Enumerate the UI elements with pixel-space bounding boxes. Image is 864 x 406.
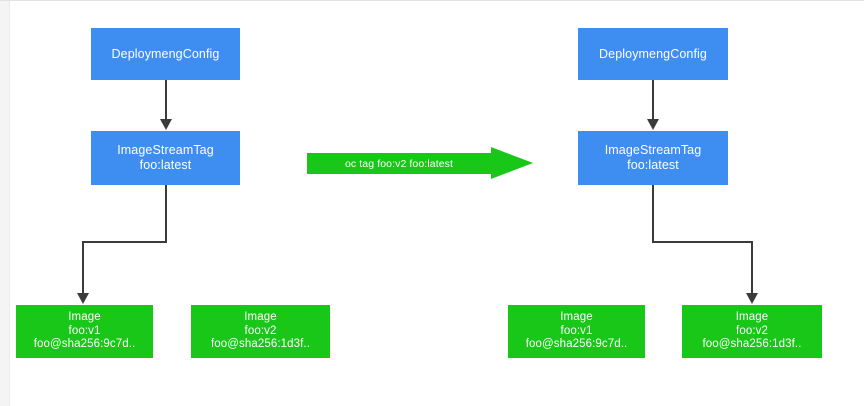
right-image-node-v2[interactable]: Image foo:v2 foo@sha256:1d3f..	[682, 305, 822, 358]
right-image-v2-tag: foo:v2	[736, 324, 768, 337]
left-ist-to-image-v1-arrowhead	[77, 293, 89, 304]
left-image-v1-tag: foo:v1	[68, 324, 101, 337]
left-image-v2-tag: foo:v2	[244, 324, 277, 337]
right-deploymentconfig-label: DeploymengConfig	[599, 46, 707, 61]
right-ist-to-image-v2-arrowhead	[746, 293, 758, 304]
left-dc-to-ist-arrowhead	[160, 119, 172, 130]
right-dc-to-ist-arrowhead	[647, 119, 659, 130]
action-arrow-head-icon	[491, 147, 533, 179]
top-divider	[0, 0, 864, 1]
left-deploymentconfig-label: DeploymengConfig	[111, 46, 220, 61]
left-imagestreamtag-tag: foo:latest	[139, 158, 192, 172]
left-gutter	[0, 1, 9, 406]
right-ist-to-image-v2-seg-drop	[751, 241, 753, 294]
left-ist-to-image-v1-seg-left	[82, 241, 167, 243]
left-image-v2-kind: Image	[244, 311, 277, 324]
left-gutter-edge	[9, 1, 10, 406]
action-arrow-shaft	[307, 153, 491, 174]
right-image-v1-kind: Image	[560, 311, 593, 324]
right-deploymentconfig-node[interactable]: DeploymengConfig	[578, 28, 728, 80]
left-ist-to-image-v1-seg-drop	[82, 241, 84, 294]
right-image-v2-kind: Image	[735, 311, 769, 324]
right-image-v1-digest: foo@sha256:9c7d..	[525, 338, 628, 351]
right-imagestreamtag-node[interactable]: ImageStreamTag foo:latest	[578, 131, 728, 185]
oc-tag-action-arrow: oc tag foo:v2 foo:latest	[307, 147, 533, 180]
right-image-v2-digest: foo@sha256:1d3f..	[702, 338, 802, 351]
left-imagestreamtag-node[interactable]: ImageStreamTag foo:latest	[91, 131, 240, 185]
left-dc-to-ist-line	[165, 80, 167, 120]
right-dc-to-ist-line	[652, 80, 654, 120]
left-image-v2-digest: foo@sha256:1d3f..	[210, 338, 311, 351]
right-image-v1-tag: foo:v1	[560, 324, 593, 337]
action-arrow-label: oc tag foo:v2 foo:latest	[344, 157, 454, 170]
right-image-node-v1[interactable]: Image foo:v1 foo@sha256:9c7d..	[508, 305, 645, 358]
right-ist-to-image-v2-seg-down	[652, 185, 654, 243]
left-image-node-v1[interactable]: Image foo:v1 foo@sha256:9c7d..	[16, 305, 153, 358]
left-image-node-v2[interactable]: Image foo:v2 foo@sha256:1d3f..	[191, 305, 330, 358]
left-image-v1-kind: Image	[68, 311, 101, 324]
left-ist-to-image-v1-seg-down	[165, 185, 167, 243]
left-imagestreamtag-label: ImageStreamTag	[117, 143, 214, 158]
right-imagestreamtag-tag: foo:latest	[627, 158, 679, 172]
left-deploymentconfig-node[interactable]: DeploymengConfig	[91, 28, 240, 80]
right-imagestreamtag-label: ImageStreamTag	[604, 143, 702, 158]
left-image-v1-digest: foo@sha256:9c7d..	[33, 338, 136, 351]
right-ist-to-image-v2-seg-right	[652, 241, 753, 243]
